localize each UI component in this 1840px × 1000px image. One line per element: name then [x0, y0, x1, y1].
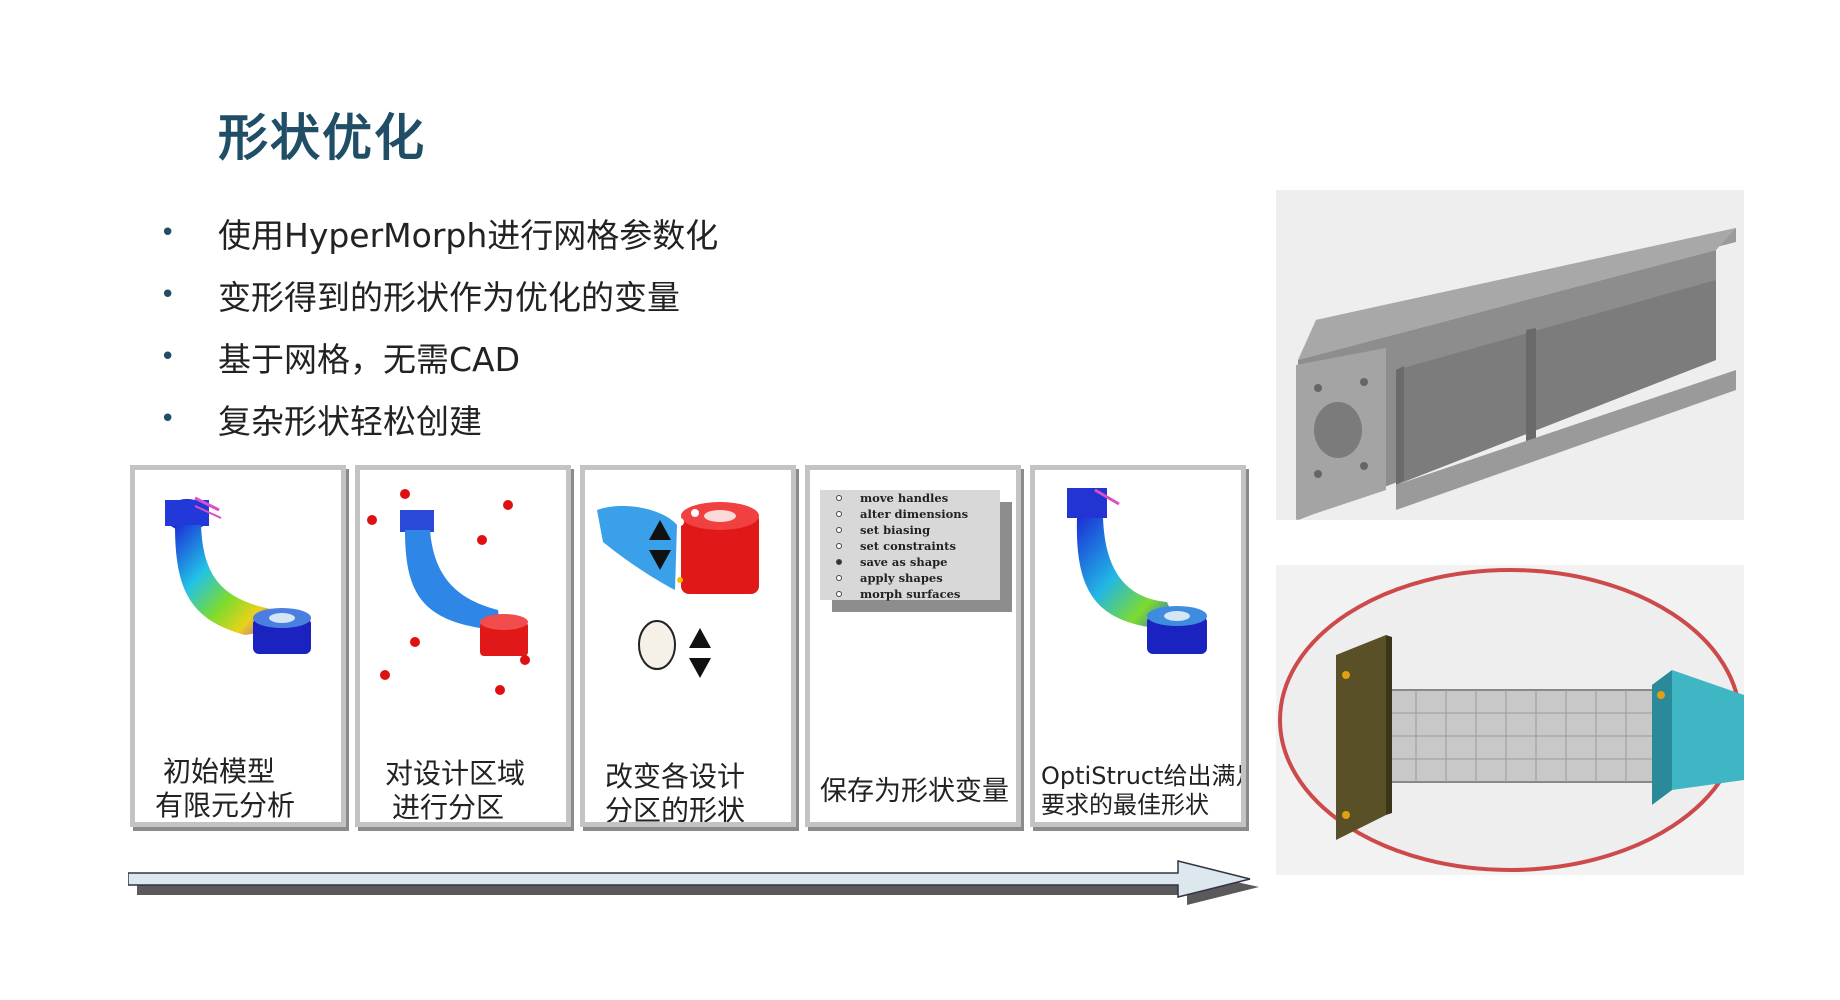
menu-option[interactable]: save as shape — [820, 554, 1000, 570]
step-caption: 对设计区域 — [385, 757, 526, 790]
bullet-text: 基于网格，无需CAD — [218, 340, 521, 379]
radio-button[interactable] — [836, 511, 842, 517]
radio-button[interactable] — [836, 527, 842, 533]
menu-option-label: alter dimensions — [860, 507, 969, 521]
step-caption: 分区的形状 — [605, 794, 746, 827]
menu-option-label: morph surfaces — [860, 587, 961, 601]
bullet-dot: • — [160, 342, 176, 372]
bullet-list: • 使用HyperMorph进行网格参数化 • 变形得到的形状作为优化的变量 • 基于… — [160, 202, 718, 450]
step-panel-initial-model: 初始模型 有限元分析 — [130, 465, 346, 827]
bullet-text: 复杂形状轻松创建 — [218, 402, 482, 441]
morph-image — [597, 502, 759, 678]
bullet-dot: • — [160, 404, 176, 434]
page-title: 形状优化 — [218, 109, 426, 167]
bumper-beam-image — [1276, 190, 1744, 520]
bullet-item: • 基于网格，无需CAD — [160, 326, 718, 388]
radio-button[interactable] — [836, 495, 842, 501]
radio-button[interactable] — [836, 543, 842, 549]
hypermorph-menu: move handles alter dimensions set biasin… — [820, 490, 1000, 602]
step-panel-save-shape: move handles alter dimensions set biasin… — [805, 465, 1021, 827]
menu-option[interactable]: morph surfaces — [820, 586, 1000, 602]
bullet-dot: • — [160, 280, 176, 310]
menu-option-label: set biasing — [860, 523, 931, 537]
bullet-text: 变形得到的形状作为优化的变量 — [218, 278, 680, 317]
menu-option[interactable]: set constraints — [820, 538, 1000, 554]
menu-option[interactable]: set biasing — [820, 522, 1000, 538]
step-panel-morph-shape: 改变各设计 分区的形状 — [580, 465, 796, 827]
step-caption: 初始模型 — [163, 755, 276, 788]
bullet-item: • 复杂形状轻松创建 — [160, 388, 718, 450]
step-caption: 进行分区 — [392, 791, 505, 824]
step-caption: 要求的最佳形状 — [1041, 791, 1209, 819]
bullet-item: • 变形得到的形状作为优化的变量 — [160, 264, 718, 326]
step-panel-optimal-shape: OptiStruct给出满足 要求的最佳形状 — [1030, 465, 1246, 827]
menu-option-label: apply shapes — [860, 571, 943, 585]
optimized-shape-image — [1067, 488, 1207, 654]
step-caption: 有限元分析 — [155, 789, 296, 822]
bullet-text: 使用HyperMorph进行网格参数化 — [218, 216, 719, 255]
radio-button[interactable] — [836, 575, 842, 581]
menu-option-label: set constraints — [860, 539, 956, 553]
menu-option[interactable]: move handles — [820, 490, 1000, 506]
radio-button[interactable] — [836, 591, 842, 597]
step-caption: 保存为形状变量 — [820, 776, 1009, 807]
menu-option[interactable]: apply shapes — [820, 570, 1000, 586]
menu-option-label: save as shape — [860, 555, 948, 569]
fea-contour-image — [165, 496, 311, 654]
menu-option-label: move handles — [860, 491, 949, 505]
crash-tube-image — [1276, 565, 1744, 875]
bullet-dot: • — [160, 218, 176, 248]
process-flow-arrow — [128, 860, 1259, 905]
step-panel-partition: 对设计区域 进行分区 — [355, 465, 571, 827]
step-caption: OptiStruct给出满足 — [1041, 762, 1246, 790]
bullet-item: • 使用HyperMorph进行网格参数化 — [160, 202, 718, 264]
partition-image — [367, 489, 530, 695]
menu-option[interactable]: alter dimensions — [820, 506, 1000, 522]
radio-button-selected[interactable] — [836, 559, 842, 565]
step-caption: 改变各设计 — [605, 760, 746, 793]
